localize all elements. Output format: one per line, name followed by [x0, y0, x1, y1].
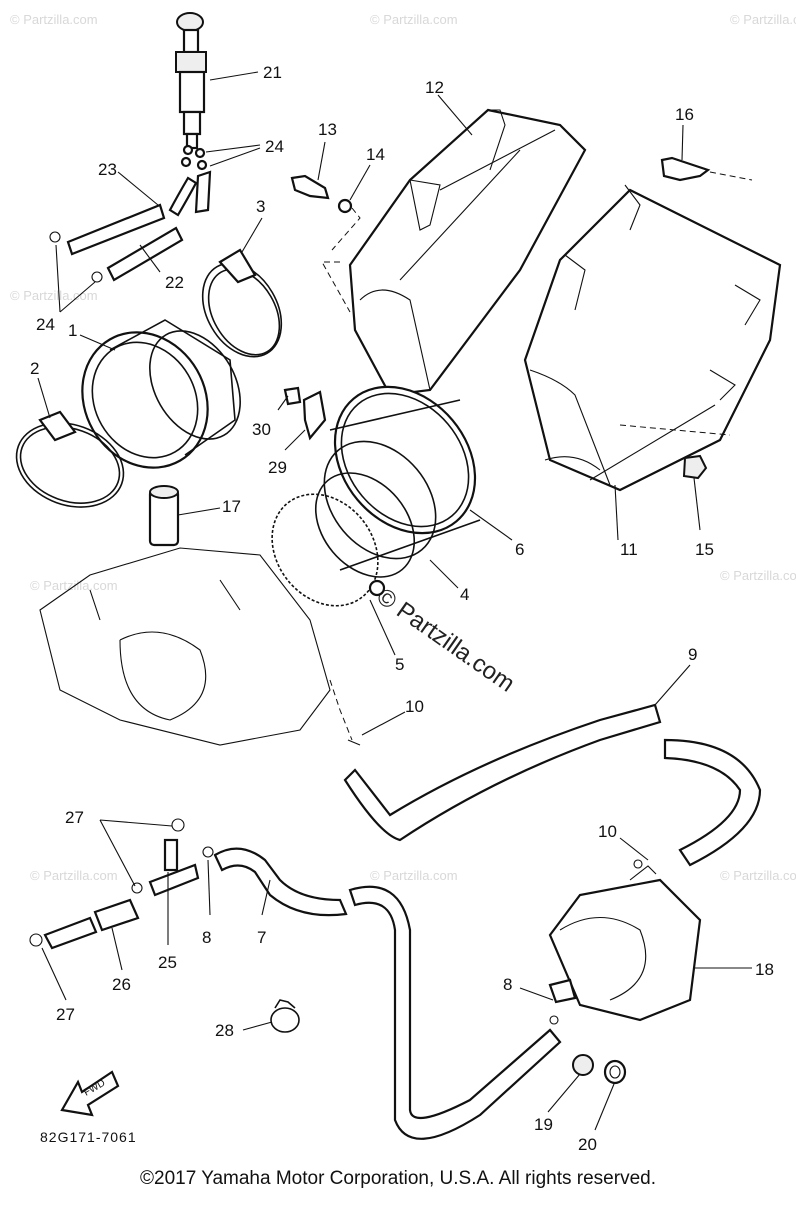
- watermark: © Partzilla.com: [30, 868, 118, 883]
- bolts-13-14-16: [290, 156, 753, 251]
- watermark: © Partzilla.com: [10, 12, 98, 27]
- callout-1: 1: [68, 321, 77, 340]
- part-15-nut: [682, 454, 708, 480]
- center-watermark: © Partzilla.com: [372, 583, 520, 698]
- copyright-notice: ©2017 Yamaha Motor Corporation, U.S.A. A…: [140, 1168, 656, 1189]
- callout-27: 27: [65, 808, 84, 827]
- part-2-clamp: [15, 410, 125, 508]
- part-4-6-boot: [314, 385, 481, 578]
- part-5-ring: [271, 493, 386, 607]
- watermark: © Partzilla.com: [720, 868, 796, 883]
- callout-11: 11: [620, 540, 638, 559]
- engine-outline: [39, 547, 353, 746]
- callout-23: 23: [98, 160, 117, 179]
- part-17-plug: [148, 485, 180, 547]
- callout-14: 14: [366, 145, 385, 164]
- parts-29-30: [283, 386, 327, 441]
- callout-4: 4: [460, 585, 469, 604]
- callout-7: 7: [257, 928, 266, 947]
- watermark: © Partzilla.com: [30, 578, 118, 593]
- part-11-airbox-lower: [523, 184, 782, 492]
- callout-9: 9: [688, 645, 697, 664]
- part-18-fuel-pump: [548, 859, 702, 1025]
- callout-25: 25: [158, 953, 177, 972]
- callout-21: 21: [263, 63, 282, 82]
- parts-25-26-27: [29, 818, 214, 950]
- callout-20: 20: [578, 1135, 597, 1154]
- hose-7: [213, 847, 562, 1140]
- leader-lines: [37, 71, 752, 1131]
- callout-labels: 21 24 12 13 14 16 23 3 22 24 1 2 30 29 1…: [30, 63, 774, 1154]
- part-1-joint: [81, 319, 241, 469]
- watermark: © Partzilla.com: [10, 288, 98, 303]
- callout-30: 30: [252, 420, 271, 439]
- callout-8: 8: [202, 928, 211, 947]
- hose-9: [343, 703, 762, 867]
- watermark: © Partzilla.com: [370, 868, 458, 883]
- part-28-clip: [270, 999, 300, 1033]
- callout-17: 17: [222, 497, 241, 516]
- part-3-clamp: [201, 248, 283, 358]
- callout-24: 24: [265, 137, 284, 156]
- callout-28: 28: [215, 1021, 234, 1040]
- callout-27: 27: [56, 1005, 75, 1024]
- fwd-arrow-icon: FWD: [60, 1070, 120, 1117]
- callout-6: 6: [515, 540, 524, 559]
- callout-15: 15: [695, 540, 714, 559]
- callout-5: 5: [395, 655, 404, 674]
- part-21-plunger: [175, 12, 208, 171]
- watermark: © Partzilla.com: [730, 12, 796, 27]
- callout-22: 22: [165, 273, 184, 292]
- diagram-code: 82G171-7061: [40, 1129, 137, 1145]
- callout-29: 29: [268, 458, 287, 477]
- callout-19: 19: [534, 1115, 553, 1134]
- watermark: © Partzilla.com: [720, 568, 796, 583]
- callout-24: 24: [36, 315, 55, 334]
- callout-10: 10: [405, 697, 424, 716]
- part-12-airbox-upper: [321, 108, 587, 397]
- watermark: © Partzilla.com: [370, 12, 458, 27]
- callout-18: 18: [755, 960, 774, 979]
- callout-16: 16: [675, 105, 694, 124]
- callout-12: 12: [425, 78, 444, 97]
- callout-26: 26: [112, 975, 131, 994]
- callout-8: 8: [503, 975, 512, 994]
- callout-13: 13: [318, 120, 337, 139]
- callout-10: 10: [598, 822, 617, 841]
- callout-3: 3: [256, 197, 265, 216]
- hoses-22-23: [49, 170, 212, 283]
- callout-2: 2: [30, 359, 39, 378]
- parts-19-20: [572, 1054, 627, 1085]
